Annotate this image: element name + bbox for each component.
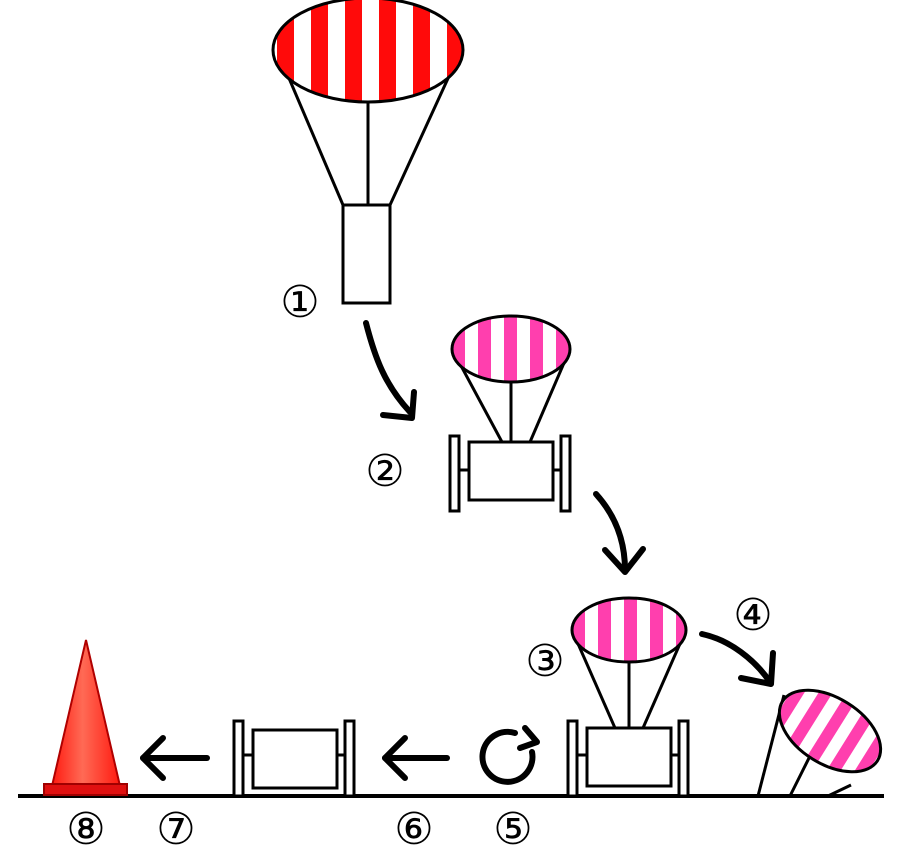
arrow-icon — [699, 631, 773, 685]
step-label-2: ② — [365, 446, 404, 497]
detached-parachute-icon — [756, 688, 883, 798]
payload-box — [341, 203, 392, 305]
arrow-left-icon — [382, 735, 450, 781]
step-label-5: ⑤ — [493, 804, 532, 855]
rover-icon — [232, 719, 356, 798]
arrow-head-icon — [738, 650, 776, 687]
step-label-7: ⑦ — [156, 804, 195, 855]
rotate-icon — [479, 725, 540, 785]
step-label-1: ① — [280, 277, 319, 328]
landed-rover-with-parachute-icon — [566, 596, 690, 798]
arrow-left-icon — [140, 735, 210, 781]
step-label-6: ⑥ — [394, 804, 433, 855]
arrow-icon — [363, 320, 413, 415]
rover-with-parachute-icon — [448, 314, 572, 513]
arrow-head-icon — [602, 546, 646, 575]
arrow-icon — [593, 491, 628, 573]
traffic-cone-icon — [43, 639, 128, 796]
step-label-3: ③ — [525, 636, 564, 687]
step-label-4: ④ — [733, 590, 772, 641]
arrow-head-icon — [380, 389, 417, 421]
main-parachute-icon — [271, 0, 465, 305]
step-label-8: ⑧ — [66, 804, 105, 855]
